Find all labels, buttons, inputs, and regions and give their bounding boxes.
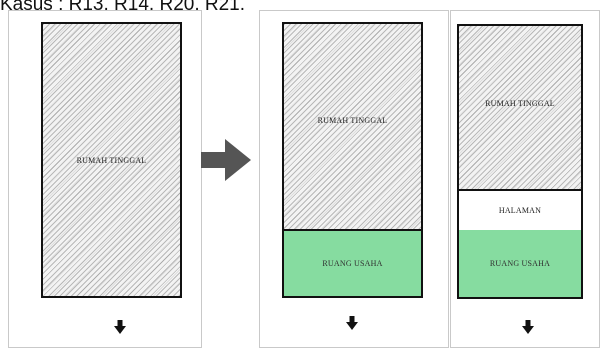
house-label-after-shop: RUMAH TINGGAL (317, 116, 388, 125)
yard-zone: HALAMAN (459, 189, 581, 232)
shop-zone-after-yard: RUANG USAHA (459, 230, 581, 297)
shop-label-after-shop: RUANG USAHA (322, 259, 383, 268)
shop-label-after-yard: RUANG USAHA (489, 259, 551, 268)
arrow-down-icon (114, 320, 126, 334)
house-yard-shop-box: RUMAH TINGGAL HALAMAN RUANG USAHA (457, 24, 583, 299)
house-zone-after-shop: RUMAH TINGGAL (284, 24, 421, 231)
yard-label: HALAMAN (498, 206, 542, 215)
arrow-down-icon (522, 320, 534, 334)
house-label-before: RUMAH TINGGAL (76, 155, 147, 165)
house-zone-after-yard: RUMAH TINGGAL (459, 26, 581, 191)
house-zone-before: RUMAH TINGGAL (43, 24, 180, 296)
arrow-down-icon (346, 316, 358, 330)
shop-zone-after-shop: RUANG USAHA (284, 229, 421, 296)
house-box-before: RUMAH TINGGAL (41, 22, 182, 298)
house-label-after-yard: RUMAH TINGGAL (485, 99, 555, 108)
arrow-right-icon (201, 139, 251, 181)
house-shop-box: RUMAH TINGGAL RUANG USAHA (282, 22, 423, 298)
